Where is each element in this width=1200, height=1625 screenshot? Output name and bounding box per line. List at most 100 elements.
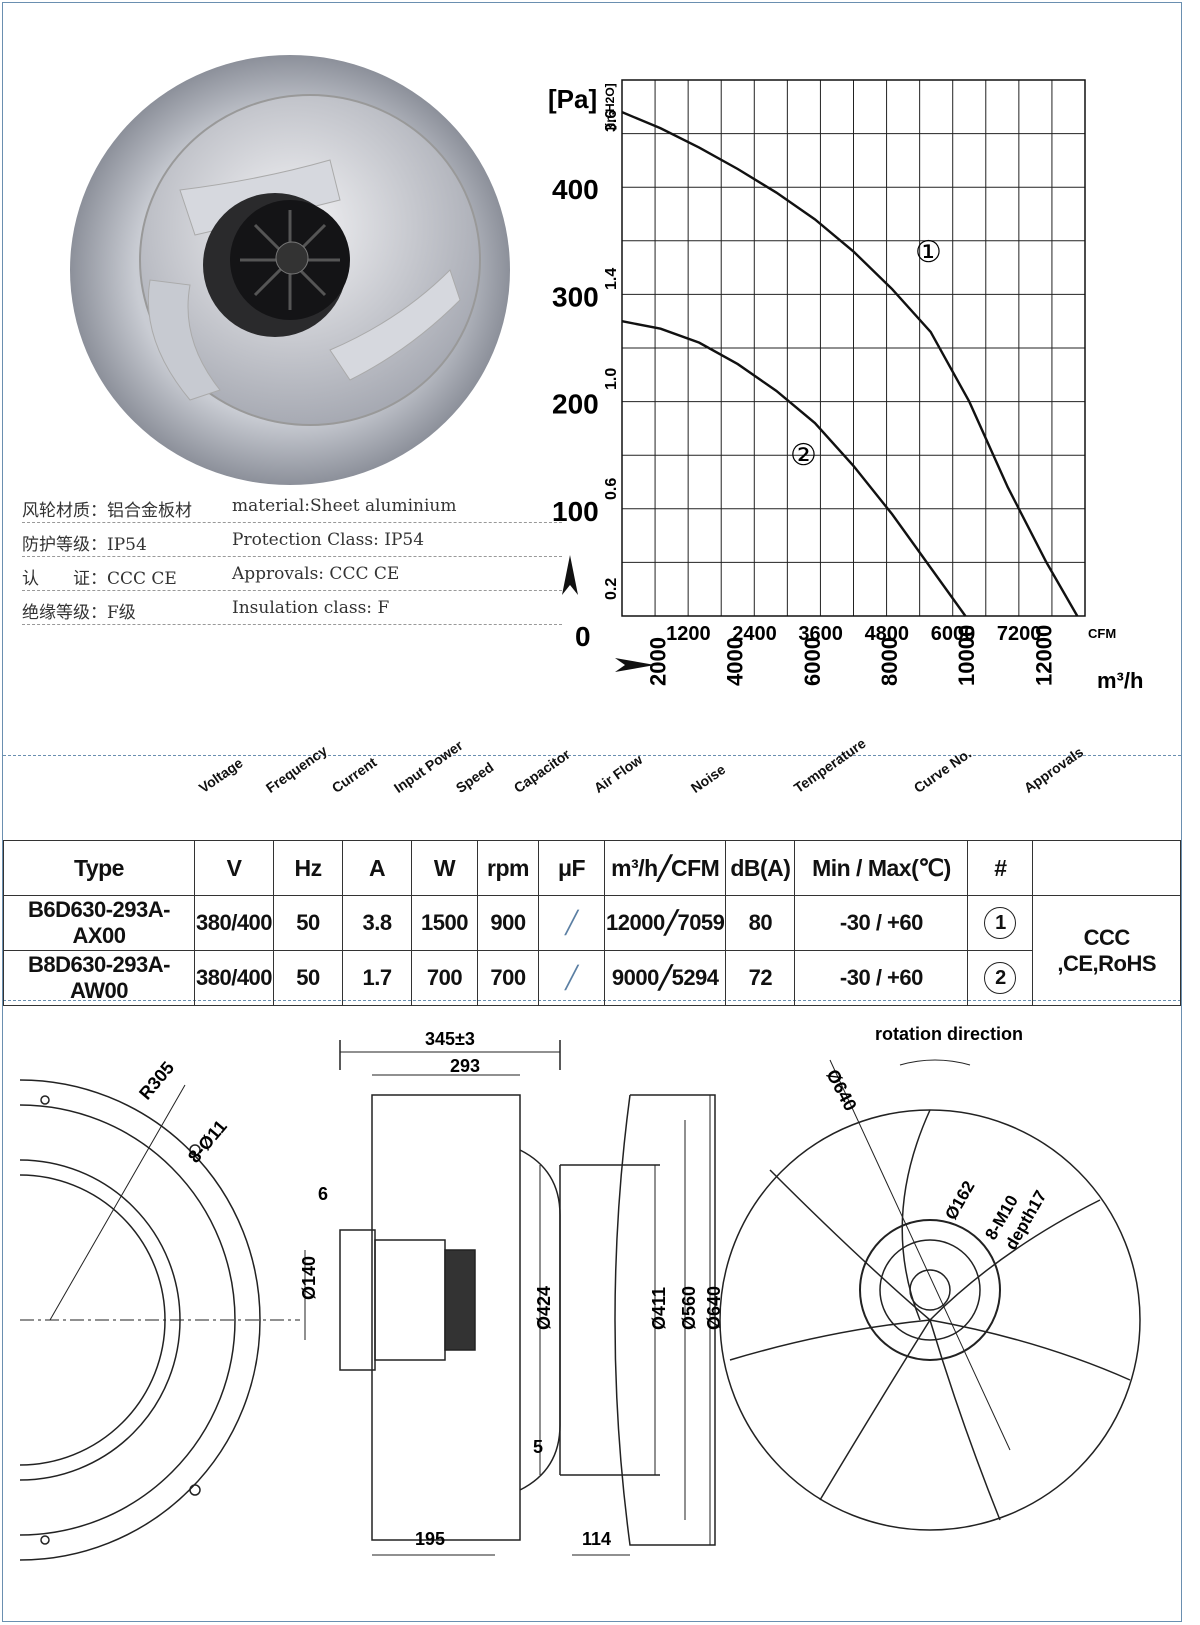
y2-tick-label: 3.6 — [603, 110, 620, 132]
rotation-label: rotation direction — [875, 1024, 1023, 1044]
dim-inlet: Ø424 — [534, 1286, 554, 1330]
fan-photo — [70, 55, 510, 485]
x-tick-m3h: 10000 — [954, 625, 979, 686]
cell-curve: 1 — [967, 895, 1034, 951]
spec-insulation: 绝缘等级：F级 Insulation class: F — [22, 590, 562, 625]
col-voltage: V — [193, 840, 275, 896]
dim-overall: 345±3 — [425, 1029, 475, 1049]
cell-current: 1.7 — [342, 950, 413, 1006]
x-tick-cfm: 3600 — [798, 623, 843, 645]
cell-type: B6D630-293A-AX00 — [3, 895, 195, 951]
col-speed: rpm — [477, 840, 540, 896]
cell-voltage: 380/400 — [193, 895, 275, 951]
divider — [3, 755, 1181, 756]
col-type: Type — [3, 840, 195, 896]
curve-2-badge: 2 — [984, 962, 1017, 994]
y-tick-label: 400 — [552, 174, 599, 205]
dim-front-d640: Ø640 — [822, 1066, 860, 1114]
side-view — [304, 1040, 716, 1556]
x-tick-m3h: 12000 — [1031, 625, 1056, 686]
col-capacitor: μF — [538, 840, 606, 896]
x-tick-m3h: 4000 — [723, 637, 748, 686]
spec-en: material:Sheet aluminium — [232, 496, 457, 516]
y2-tick-label: 0.6 — [603, 478, 620, 500]
dim-gap: 5 — [533, 1437, 543, 1457]
series-label-2: ② — [790, 439, 817, 472]
y2-tick-label: 1.0 — [603, 368, 620, 390]
y-arrow — [562, 555, 578, 595]
x-tick-m3h: 6000 — [800, 637, 825, 686]
cell-airflow: 9000╱5294 — [604, 950, 727, 1006]
cell-frequency: 50 — [273, 950, 344, 1006]
series-label-1: ① — [915, 236, 942, 269]
x-axis-label-cfm: CFM — [1088, 626, 1116, 641]
left-view — [19, 1079, 300, 1561]
plot-frame — [621, 79, 1086, 617]
x-tick-cfm: 2400 — [732, 623, 777, 645]
col-noise: dB(A) — [725, 840, 796, 896]
y-tick-label: 0 — [575, 621, 591, 652]
x-axis-label-m3h: m³/h — [1097, 668, 1143, 693]
dim-195: 195 — [415, 1529, 445, 1549]
front-view — [719, 1059, 1141, 1531]
cell-power: 1500 — [411, 895, 479, 951]
series-curve-1 — [621, 111, 1079, 617]
model-table: Type V Hz A W rpm μF m³/h╱CFM dB(A) Min … — [3, 840, 1181, 1006]
dim-hub: Ø162 — [941, 1178, 978, 1224]
spec-en: Approvals: CCC CE — [232, 564, 400, 584]
cell-voltage: 380/400 — [193, 950, 275, 1006]
x-arrow — [615, 658, 655, 672]
curve-1-badge: 1 — [984, 907, 1017, 939]
cell-capacitor: ╱ — [538, 950, 606, 1006]
y2-axis-label: [in.H2O] — [603, 83, 617, 130]
dim-d560: Ø560 — [679, 1286, 699, 1330]
performance-chart: [Pa]0100200300400[in.H2O]3.61.41.00.60.2… — [548, 79, 1143, 693]
spec-cn: 防护等级：IP54 — [22, 535, 147, 555]
cell-approvals: CCC ,CE,RoHS — [1032, 895, 1181, 1006]
cell-speed: 700 — [477, 950, 540, 1006]
dim-r305: R305 — [135, 1058, 178, 1104]
x-tick-m3h: 2000 — [645, 637, 670, 686]
cell-type: B8D630-293A-AW00 — [3, 950, 195, 1006]
cell-temperature: -30 / +60 — [794, 895, 969, 951]
y-tick-label: 200 — [552, 389, 599, 420]
dim-d640: Ø640 — [704, 1286, 724, 1330]
x-tick-cfm: 6000 — [931, 623, 976, 645]
series-curve-2 — [621, 320, 967, 617]
table-row: B8D630-293A-AW00 380/400 50 1.7 700 700 … — [3, 950, 1181, 1006]
table-header-row: Type V Hz A W rpm μF m³/h╱CFM dB(A) Min … — [3, 840, 1181, 896]
dim-holes: 8-Ø11 — [184, 1116, 231, 1166]
col-airflow: m³/h╱CFM — [604, 840, 727, 896]
cell-power: 700 — [411, 950, 479, 1006]
spec-cn: 认 证：CCC CE — [22, 569, 177, 589]
cell-noise: 72 — [725, 950, 796, 1006]
y-tick-label: 100 — [552, 496, 599, 527]
dim-flange: 6 — [318, 1184, 328, 1204]
spec-protection: 防护等级：IP54 Protection Class: IP54 — [22, 522, 562, 557]
cell-noise: 80 — [725, 895, 796, 951]
y-tick-label: 300 — [552, 281, 599, 312]
dim-shaft: Ø140 — [299, 1256, 319, 1300]
col-current: A — [342, 840, 413, 896]
cell-airflow: 12000╱7059 — [604, 895, 727, 951]
cell-curve: 2 — [967, 950, 1034, 1006]
cell-capacitor: ╱ — [538, 895, 606, 951]
x-tick-cfm: 7200 — [997, 623, 1042, 645]
dim-d411: Ø411 — [649, 1287, 669, 1330]
cell-temperature: -30 / +60 — [794, 950, 969, 1006]
x-tick-cfm: 1200 — [666, 623, 710, 645]
x-tick-cfm: 4800 — [865, 623, 910, 645]
spec-en: Protection Class: IP54 — [232, 530, 425, 550]
dim-114: 114 — [582, 1529, 611, 1549]
spec-cn: 绝缘等级：F级 — [22, 603, 136, 623]
spec-material: 风轮材质：铝合金板材 material:Sheet aluminium — [22, 488, 562, 523]
x-tick-m3h: 8000 — [877, 637, 902, 686]
dim-depth: 293 — [450, 1056, 480, 1076]
cell-current: 3.8 — [342, 895, 413, 951]
cell-frequency: 50 — [273, 895, 344, 951]
cell-speed: 900 — [477, 895, 540, 951]
table-row: B6D630-293A-AX00 380/400 50 3.8 1500 900… — [3, 895, 1181, 1006]
col-frequency: Hz — [273, 840, 344, 896]
y2-tick-label: 0.2 — [603, 578, 620, 600]
